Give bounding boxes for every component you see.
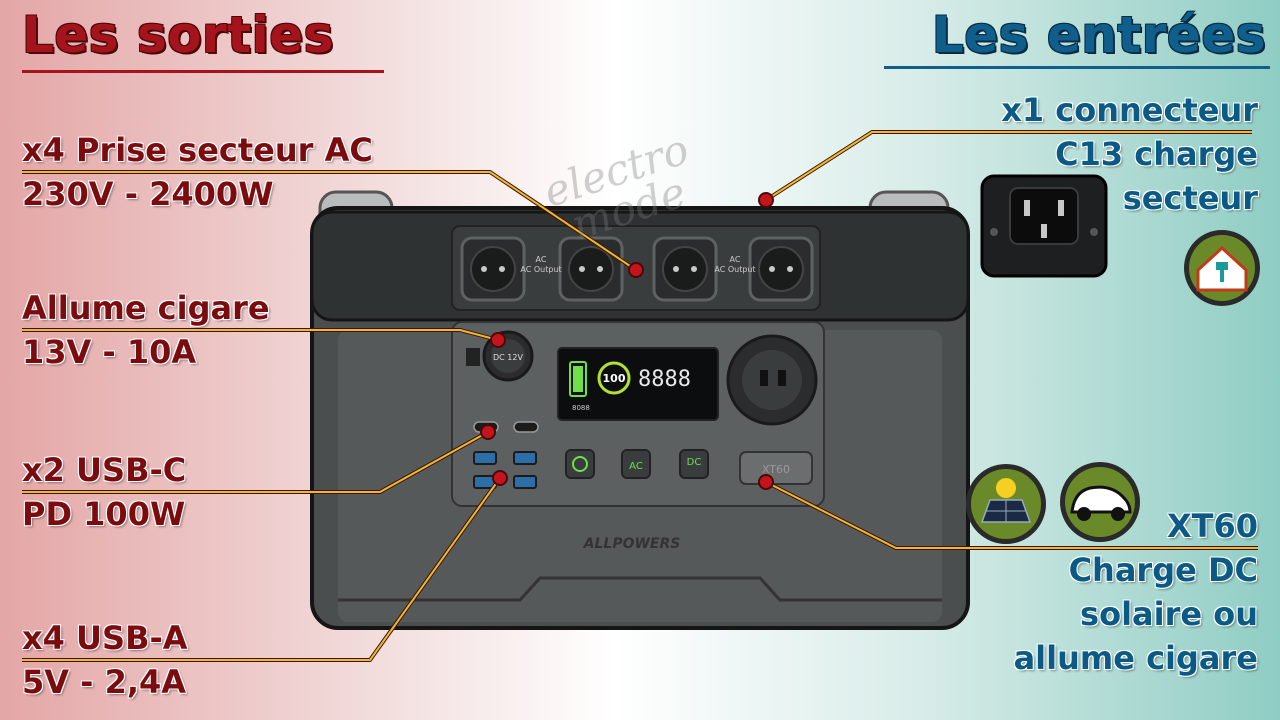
display-digits: 8888: [638, 367, 691, 392]
output-ac-outlets-label: x4 Prise secteur AC 230V - 2400W: [22, 128, 373, 216]
input-c13-line1: x1 connecteur: [1001, 91, 1258, 129]
output-usb-a-label: x4 USB-A 5V - 2,4A: [22, 616, 188, 704]
dc-button-label: DC: [687, 457, 702, 468]
ac-output-label-1: AC Output: [520, 265, 561, 274]
input-xt60-line1: XT60: [1166, 507, 1258, 545]
svg-text:AC: AC: [536, 255, 547, 264]
display-sub: 8088: [572, 404, 590, 412]
output-usb-c-label: x2 USB-C PD 100W: [22, 448, 186, 536]
car-icon: [1060, 462, 1140, 542]
xt60-port-label: XT60: [762, 463, 790, 476]
output-cigar-lighter-line2: 13V - 10A: [22, 333, 197, 371]
house-plug-icon: [1184, 230, 1260, 306]
ac-button-label: AC: [629, 461, 643, 472]
output-cigar-lighter-line1: Allume cigare: [22, 289, 270, 327]
output-cigar-lighter-label: Allume cigare 13V - 10A: [22, 286, 270, 374]
input-c13-line3: secteur: [1122, 179, 1258, 217]
output-ac-outlets-line2: 230V - 2400W: [22, 175, 274, 213]
input-c13-label: x1 connecteur C13 charge secteur: [1001, 88, 1258, 220]
outputs-title-underline: [22, 70, 384, 73]
brand-logo: ALLPOWERS: [583, 536, 681, 552]
inputs-title-underline: [884, 66, 1270, 69]
c13-connector-icon: [980, 174, 1108, 278]
display-percent: 100: [603, 372, 626, 385]
ac-output-label-2: AC Output: [714, 265, 755, 274]
solar-panel-icon: [966, 464, 1046, 544]
output-usb-a-line1: x4 USB-A: [22, 619, 188, 657]
input-xt60-line4: allume cigare: [1013, 639, 1258, 677]
output-usb-c-line2: PD 100W: [22, 495, 186, 533]
output-usb-a-line2: 5V - 2,4A: [22, 663, 187, 701]
inputs-title: Les entrées: [931, 6, 1266, 64]
outputs-title: Les sorties: [22, 6, 334, 64]
input-xt60-label: XT60 Charge DC solaire ou allume cigare: [1014, 504, 1258, 680]
output-usb-c-line1: x2 USB-C: [22, 451, 187, 489]
output-ac-outlets-line1: x4 Prise secteur AC: [22, 131, 373, 169]
input-xt60-line2: Charge DC: [1068, 551, 1258, 589]
input-xt60-line3: solaire ou: [1080, 595, 1258, 633]
power-icon: [572, 456, 588, 472]
dc-socket-label: DC 12V: [493, 353, 523, 362]
svg-text:AC: AC: [730, 255, 741, 264]
input-c13-line2: C13 charge: [1055, 135, 1258, 173]
